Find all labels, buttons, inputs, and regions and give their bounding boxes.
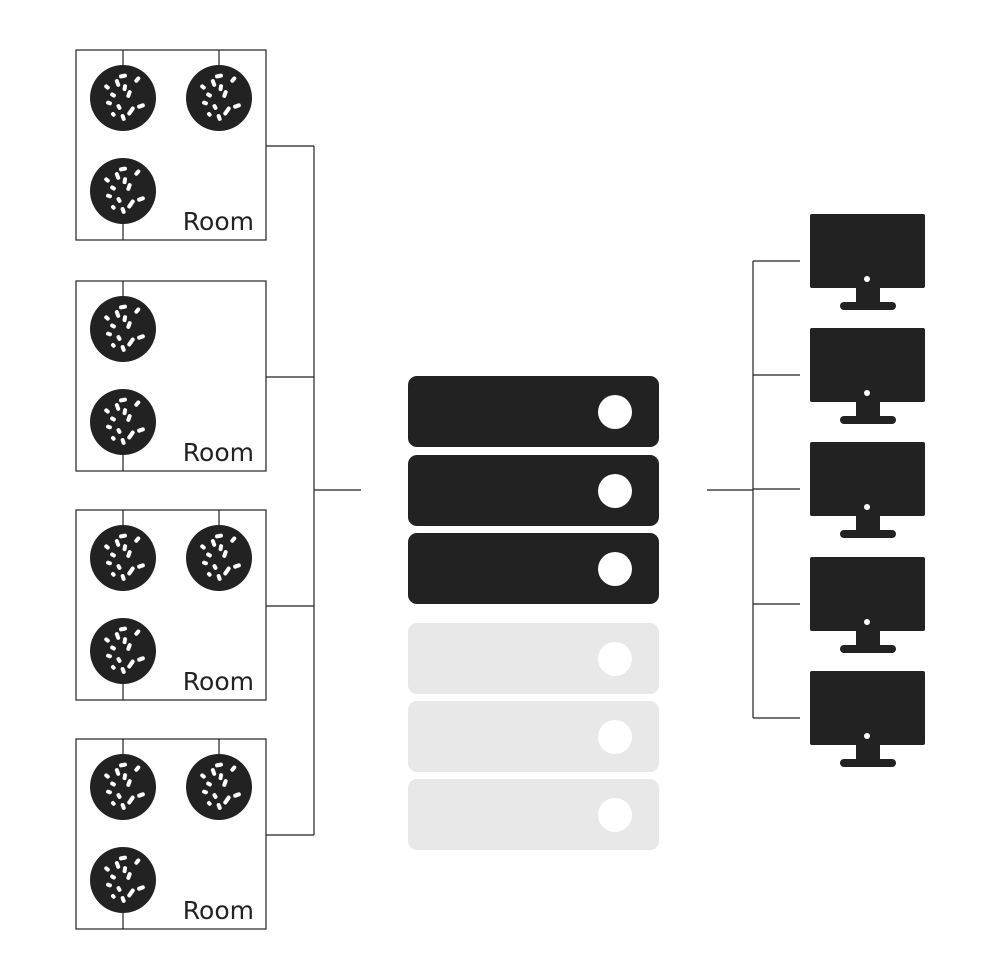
room-border xyxy=(75,509,267,701)
monitor-icon xyxy=(810,328,925,424)
ceiling-microphone-icon xyxy=(90,158,156,224)
ceiling-microphone-icon xyxy=(90,847,156,913)
server-status-light xyxy=(598,720,632,754)
room-label: Room xyxy=(183,438,254,467)
ceiling-microphone-icon xyxy=(186,525,252,591)
ceiling-microphone-icon xyxy=(90,65,156,131)
room-box: Room xyxy=(75,49,267,241)
room-border xyxy=(75,49,267,241)
server-rack-unit-icon-inactive xyxy=(408,779,659,850)
ceiling-microphone-icon xyxy=(186,65,252,131)
room-label: Room xyxy=(183,667,254,696)
server-status-light xyxy=(598,395,632,429)
server-rack-unit-icon xyxy=(408,376,659,447)
monitor-icon xyxy=(810,671,925,767)
ceiling-microphone-icon xyxy=(90,525,156,591)
ceiling-microphone-icon xyxy=(90,754,156,820)
room-box: Room xyxy=(75,280,267,472)
server-rack-unit-icon-inactive xyxy=(408,701,659,772)
monitor-icon xyxy=(810,442,925,538)
ceiling-microphone-icon xyxy=(186,754,252,820)
server-stack xyxy=(408,376,659,850)
room-label: Room xyxy=(183,207,254,236)
room-label: Room xyxy=(183,896,254,925)
monitors xyxy=(810,214,925,767)
room-border xyxy=(75,738,267,930)
server-status-light xyxy=(598,798,632,832)
server-rack-unit-icon xyxy=(408,455,659,526)
server-status-light xyxy=(598,642,632,676)
room-box: Room xyxy=(75,738,267,930)
monitor-connectors xyxy=(707,260,800,719)
room-connectors xyxy=(266,145,361,836)
ceiling-microphone-icon xyxy=(90,296,156,362)
monitor-icon xyxy=(810,214,925,310)
server-status-light xyxy=(598,552,632,586)
monitor-icon xyxy=(810,557,925,653)
server-rack-unit-icon xyxy=(408,533,659,604)
ceiling-microphone-icon xyxy=(90,389,156,455)
server-rack-unit-icon-inactive xyxy=(408,623,659,694)
server-status-light xyxy=(598,474,632,508)
room-box: Room xyxy=(75,509,267,701)
room-border xyxy=(75,280,267,472)
ceiling-microphone-icon xyxy=(90,618,156,684)
